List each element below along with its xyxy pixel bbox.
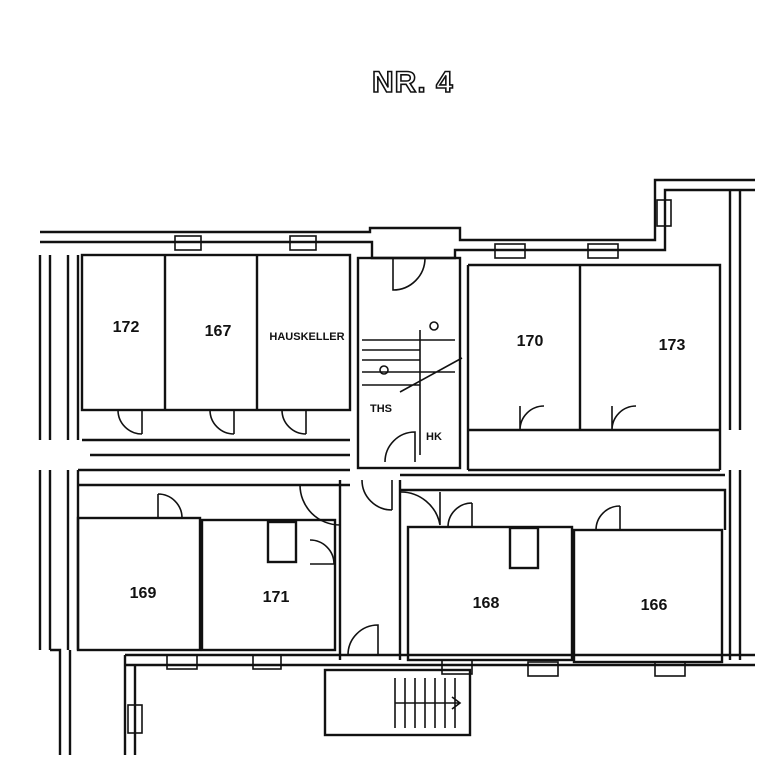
room-ths-label: THS <box>370 403 392 415</box>
room-173-label: 173 <box>659 337 686 354</box>
room-hk-label: HK <box>426 431 442 443</box>
room-170-label: 170 <box>517 333 544 350</box>
room-hauskeller-label: HAUSKELLER <box>269 331 344 343</box>
plan-title: NR. 4 <box>371 65 454 100</box>
room-172-label: 172 <box>113 319 140 336</box>
walls <box>38 178 755 755</box>
room-166-label: 166 <box>641 597 668 614</box>
room-167-label: 167 <box>205 323 232 340</box>
room-labels: 172 167 HAUSKELLER 170 173 THS HK 169 17… <box>113 319 686 614</box>
doors <box>117 257 637 656</box>
room-171-label: 171 <box>263 589 290 606</box>
room-168-label: 168 <box>473 595 500 612</box>
room-169-label: 169 <box>130 585 157 602</box>
